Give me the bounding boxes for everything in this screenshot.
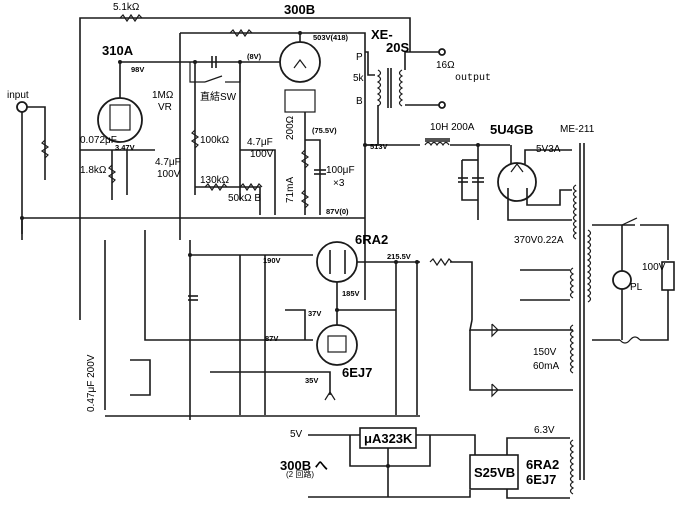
label-cap100: 100μF: [326, 165, 355, 176]
label-cathode-r: 1.8kΩ: [80, 165, 107, 176]
voltage-37v: 37V: [308, 309, 322, 318]
output-terminal-com[interactable]: [438, 101, 446, 109]
voltage-503v: 503V(418): [313, 33, 349, 42]
label-vr2: VR: [158, 102, 172, 113]
label-cap100x: ×3: [333, 178, 345, 189]
bias-secondary: [569, 324, 575, 374]
label-ua323k: μA323K: [364, 431, 413, 446]
voltage-75-5v: (75.5V): [312, 126, 337, 135]
label-mains-100v: 100V: [642, 262, 666, 273]
output-terminal-16[interactable]: [438, 48, 446, 56]
hv-secondary: [572, 184, 578, 240]
input-label: input: [7, 90, 29, 101]
label-pot-50k: 50kΩ B: [228, 193, 262, 204]
label-60ma: 60mA: [533, 361, 560, 372]
label-coupling-cap: 0.072μF: [80, 135, 117, 146]
label-cap47: 4.7μF: [247, 137, 273, 148]
heater-secondary: [569, 439, 575, 495]
label-ot-5k: 5k: [353, 73, 364, 84]
label-tube-300b: 300B: [284, 2, 316, 17]
label-cap47-v: 100V: [250, 149, 274, 160]
voltage-8v: (8V): [247, 52, 262, 61]
label-feedback-r: 5.1kΩ: [113, 2, 140, 13]
label-tube-6ra2: 6RA2: [355, 232, 389, 247]
label-71ma: 71mA: [285, 176, 296, 203]
label-vr: 1MΩ: [152, 90, 174, 101]
label-ot-b: B: [356, 96, 363, 107]
b-plus-wire: [180, 32, 366, 300]
label-16ohm: 16Ω: [436, 60, 455, 71]
label-130k: 130kΩ: [200, 175, 230, 186]
label-cap047: 0.47μF 200V: [86, 354, 97, 412]
bridge-s25vb: [469, 454, 519, 490]
label-to-300b-sub: (2 回路): [286, 470, 314, 479]
label-heater-6ra2: 6RA2: [526, 457, 560, 472]
voltage-215-5v: 215.5V: [387, 252, 411, 261]
label-tube-6ej7: 6EJ7: [342, 365, 373, 380]
label-reg-5v: 5V: [290, 429, 303, 440]
label-tube-310a: 310A: [102, 43, 134, 58]
voltage-98v: 98V: [131, 65, 145, 74]
label-tube-5u4gb: 5U4GB: [490, 122, 534, 137]
label-to-300b: 300B へ: [280, 458, 328, 473]
voltage-3-47v: 3.47V: [115, 143, 135, 152]
plate-resistor: [229, 28, 253, 38]
label-200ohm: 200Ω: [285, 115, 296, 140]
feedback-resistor: [119, 13, 143, 23]
label-370v: 370V0.22A: [514, 235, 564, 246]
voltage-35v: 35V: [305, 376, 319, 385]
label-100k: 100kΩ: [200, 135, 230, 146]
voltage-513v: 513V: [370, 142, 388, 151]
voltage-190v: 190V: [263, 256, 281, 265]
label-choke: 10H 200A: [430, 122, 475, 133]
voltage-87v-0: 87V(0): [326, 207, 349, 216]
voltage-185v: 185V: [342, 289, 360, 298]
tube-6ej7: [316, 324, 358, 366]
label-6-3v: 6.3V: [534, 425, 555, 436]
label-switch: 直結SW: [200, 92, 237, 103]
voltage-87v: 87V: [265, 334, 279, 343]
label-power-transformer: ME-211: [560, 124, 595, 135]
label-heater-6ej7: 6EJ7: [526, 472, 557, 487]
label-cathode-cap: 4.7μF: [155, 157, 181, 168]
label-ot-model1: XE-: [371, 27, 393, 42]
ot-primary: [376, 69, 382, 107]
label-150v: 150V: [533, 347, 557, 358]
choke: [424, 141, 450, 147]
label-5v3a: 5V3A: [536, 144, 561, 155]
label-pl: PL: [630, 282, 643, 293]
label-ot-p: P: [356, 52, 363, 63]
label-output: output: [455, 73, 492, 84]
label-s25vb: S25VB: [474, 465, 516, 480]
label-cathode-cap-v: 100V: [157, 169, 181, 180]
feedback-wire: [79, 17, 411, 320]
label-ot-model2: 20S: [386, 40, 410, 55]
primary-winding: [586, 229, 592, 303]
